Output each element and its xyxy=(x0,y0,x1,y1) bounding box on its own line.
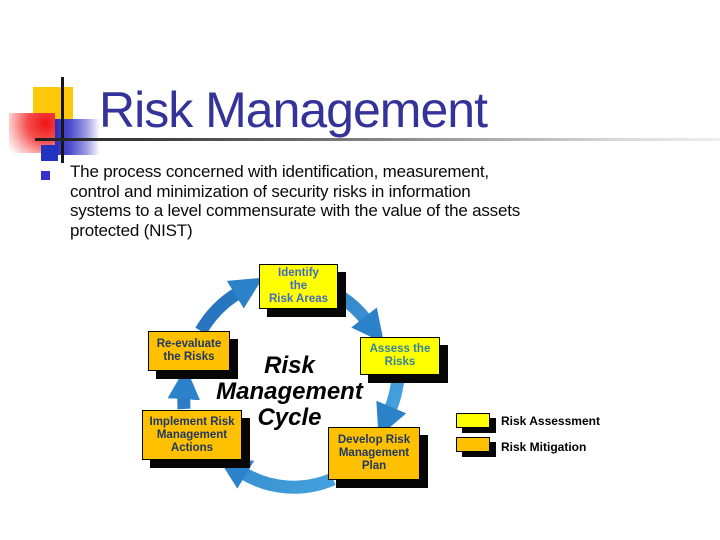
node-implement-actions: Implement Risk Management Actions xyxy=(142,410,242,460)
legend-swatch-risk-mitigation xyxy=(456,437,490,452)
node-identify-label: Identify the Risk Areas xyxy=(268,267,329,305)
logo-vertical-line xyxy=(61,77,64,163)
node-assess-risks: Assess the Risks xyxy=(360,337,440,375)
node-assess-label: Assess the Risks xyxy=(369,343,431,368)
cycle-center-title: Risk Management Cycle xyxy=(216,352,363,431)
arrow-develop-to-implement xyxy=(217,457,336,494)
legend-label-risk-mitigation: Risk Mitigation xyxy=(501,440,587,454)
logo-blue-small-square xyxy=(41,145,58,161)
node-reevaluate-risks: Re-evaluate the Risks xyxy=(148,331,230,371)
arrow-reevaluate-to-identify xyxy=(195,277,263,335)
arrow-identify-to-assess xyxy=(337,291,385,344)
node-develop-label: Develop Risk Management Plan xyxy=(337,434,411,472)
node-develop-plan: Develop Risk Management Plan xyxy=(328,427,420,480)
page-title: Risk Management xyxy=(99,82,488,138)
arrow-assess-to-develop xyxy=(376,376,407,437)
legend-swatch-risk-assessment xyxy=(456,413,490,428)
node-implement-label: Implement Risk Management Actions xyxy=(149,415,235,454)
title-underline-rule xyxy=(35,138,720,141)
node-identify-risk-areas: Identify the Risk Areas xyxy=(259,264,338,309)
node-reevaluate-label: Re-evaluate the Risks xyxy=(156,338,222,363)
bullet-text: The process concerned with identificatio… xyxy=(70,162,521,240)
legend-label-risk-assessment: Risk Assessment xyxy=(501,414,600,428)
bullet-square-icon xyxy=(41,171,50,180)
